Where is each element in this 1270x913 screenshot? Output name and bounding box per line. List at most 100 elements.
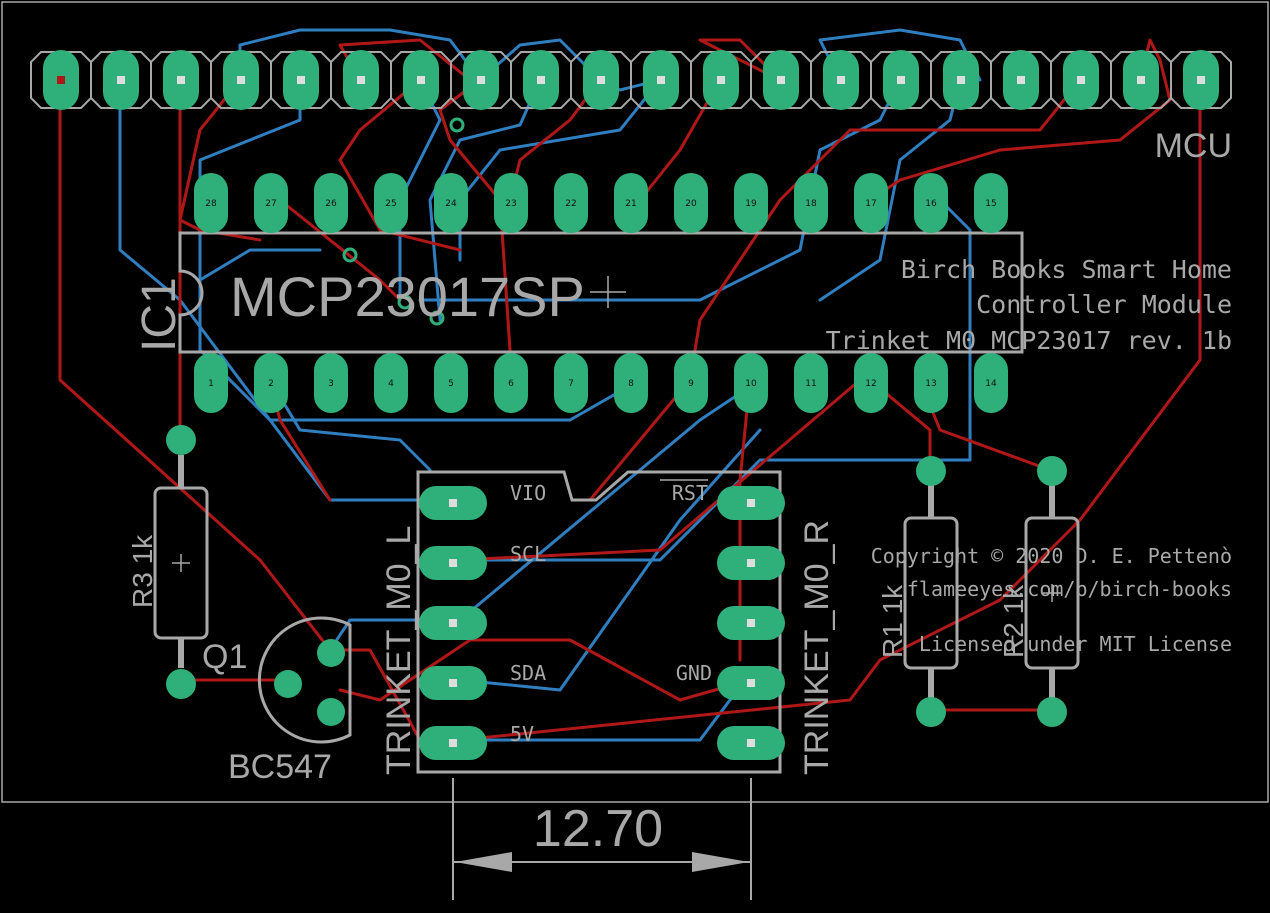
header-outline [570, 51, 632, 109]
copyright-line-1: Copyright © 2020 D. E. Pettenò [871, 544, 1232, 568]
ic1-origin-cross [590, 276, 626, 308]
header-outline [630, 51, 692, 109]
via [429, 310, 445, 326]
ic-pin-number: 27 [265, 199, 276, 209]
trinket-right-label: TRINKET_M0_R [798, 520, 836, 775]
header-drill [417, 76, 425, 84]
ic-pin-pad [974, 173, 1008, 233]
header-drill [117, 76, 125, 84]
trinket-pin-drill [449, 499, 457, 507]
trinket-pin-drill [747, 739, 755, 747]
ic1-ref: IC1 [133, 277, 186, 352]
q1-pad-1 [317, 639, 345, 667]
header-drill [777, 76, 785, 84]
header-outline [810, 51, 872, 109]
trinket-pin-drill [747, 679, 755, 687]
ic-pin-pad [494, 173, 528, 233]
ic-pin-pad [554, 353, 588, 413]
header-outline [450, 51, 512, 109]
ic-pin-number: 21 [625, 199, 636, 209]
pin-label-5v: 5V [510, 722, 534, 746]
ic-pin-number: 12 [865, 379, 876, 389]
header-outline [150, 51, 212, 109]
ic-pin-number: 15 [985, 199, 996, 209]
header-outline [210, 51, 272, 109]
q1-pad-3 [317, 698, 345, 726]
header-drill [1077, 76, 1085, 84]
ic-pin-pad [614, 173, 648, 233]
ic-pin-number: 9 [688, 379, 694, 389]
ic-pin-number: 5 [448, 379, 454, 389]
ic-pin-number: 7 [568, 379, 574, 389]
ic-pin-number: 18 [805, 199, 817, 209]
mcu-label: MCU [1155, 127, 1232, 165]
header-drill [657, 76, 665, 84]
ic-pin-number: 28 [205, 199, 217, 209]
via [397, 294, 413, 310]
q1-pad-2 [274, 670, 302, 698]
dimension-marker [452, 778, 752, 900]
ic-pin-pad [914, 173, 948, 233]
pin-label-sda: SDA [510, 661, 546, 685]
title-line-1: Birch Books Smart Home [901, 255, 1232, 284]
trinket-right-pins [717, 486, 785, 760]
header-outline [1050, 51, 1112, 109]
r3-pad-2 [166, 669, 196, 699]
ic-pin-number: 2 [268, 379, 274, 389]
header-outline [690, 51, 752, 109]
trinket-pin-drill [747, 559, 755, 567]
ic-pin-pad [794, 353, 828, 413]
ic-pin-pad [674, 353, 708, 413]
ic1-outline [178, 231, 1024, 354]
ic-pin-number: 1 [208, 379, 214, 389]
trinket-pin-drill [747, 499, 755, 507]
header-drill [177, 76, 185, 84]
resistor-r3 [153, 425, 209, 699]
header-outline [510, 51, 572, 109]
pin-label-scl: SCL [510, 542, 546, 566]
ic-pin-pad [794, 173, 828, 233]
title-line-3: Trinket M0 MCP23017 rev. 1b [826, 326, 1232, 355]
ic-pin-pad [254, 173, 288, 233]
trinket-pin-drill [449, 739, 457, 747]
ic-pin-pad [974, 353, 1008, 413]
ic-pin-pad [374, 173, 408, 233]
ic-pin-pad [194, 353, 228, 413]
ic-pin-number: 13 [925, 379, 936, 389]
ic-pin-number: 11 [805, 379, 816, 389]
resistor-r1 [903, 456, 959, 727]
trinket-pin-drill [449, 619, 457, 627]
r1-label: R1 1k [877, 584, 908, 658]
r3-pad-1 [166, 425, 196, 455]
trinket-left-pins [419, 486, 487, 760]
ic-pin-pad [854, 353, 888, 413]
dimension-label: 12.70 [533, 800, 663, 858]
ic-pin-number: 14 [985, 379, 997, 389]
header-drill [717, 76, 725, 84]
header-drill [837, 76, 845, 84]
ic-pin-pad [254, 353, 288, 413]
ic-pin-pad [674, 173, 708, 233]
header-outline [990, 51, 1052, 109]
via [449, 117, 465, 133]
ic-pin-number: 8 [628, 379, 634, 389]
ic-pin-pad [914, 353, 948, 413]
header-drill [297, 76, 305, 84]
title-line-2: Controller Module [976, 290, 1232, 319]
transistor-q1 [257, 616, 352, 744]
ic-pin-number: 23 [505, 199, 516, 209]
q1-label: Q1 [202, 638, 247, 676]
ic-pin-pad [374, 353, 408, 413]
q1-value: BC547 [228, 748, 332, 786]
header-drill [897, 76, 905, 84]
header-outline [390, 51, 452, 109]
pin-label-gnd: GND [676, 661, 712, 685]
ic-pin-number: 10 [745, 379, 757, 389]
header-drill [1137, 76, 1145, 84]
header-outline [750, 51, 812, 109]
trinket-pin-drill [449, 559, 457, 567]
board-outline [1, 1, 1269, 803]
mcu-header [30, 50, 1232, 110]
ic-pin-number: 6 [508, 379, 514, 389]
